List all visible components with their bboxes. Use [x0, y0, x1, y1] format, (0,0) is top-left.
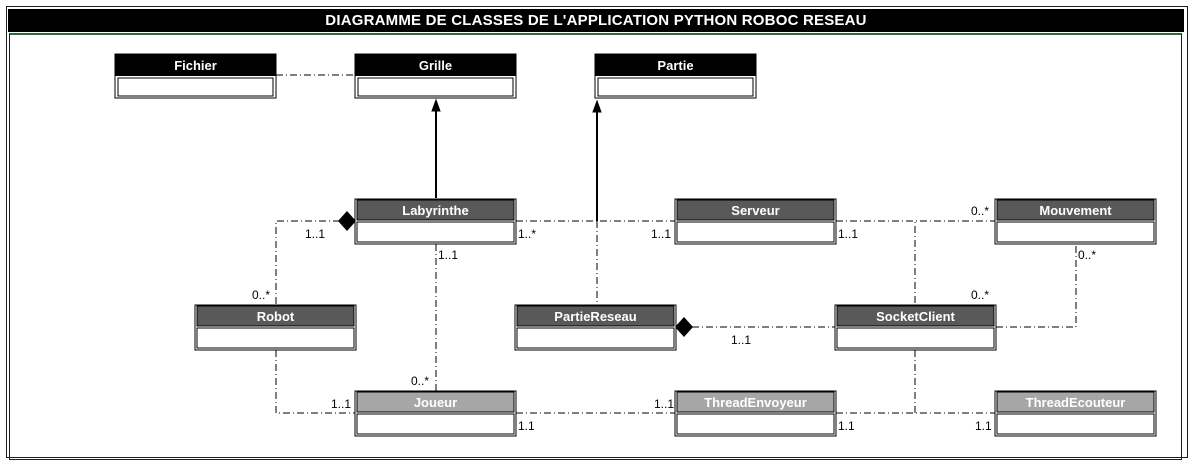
multiplicity: 1.1: [838, 419, 855, 433]
multiplicity: 0..*: [971, 288, 989, 302]
inheritance-arrows: [431, 98, 602, 221]
diagram-frame: [6, 6, 1188, 458]
multiplicity-labels: 1..1 0..* 1..* 1..1 1..1 0..* 1..1 0..* …: [252, 204, 1096, 433]
multiplicity: 0..*: [411, 374, 429, 388]
assoc-socketclient-mouvement: [996, 244, 1077, 328]
multiplicity: 1..1: [305, 227, 325, 241]
composition-diamond-labyrinthe: [338, 211, 356, 231]
class-serveur: Serveur: [674, 198, 837, 245]
multiplicity: 0..*: [1078, 248, 1096, 262]
class-name: Robot: [257, 309, 295, 324]
class-partiereseau: PartieReseau: [514, 304, 677, 351]
class-joueur: Joueur: [354, 390, 517, 437]
class-partie: Partie: [594, 53, 757, 99]
composition-diamond-partiereseau: [675, 317, 693, 337]
class-name: ThreadEnvoyeur: [704, 395, 807, 410]
assoc-robot-joueur: [275, 350, 356, 414]
class-name: Fichier: [174, 58, 217, 73]
class-robot: Robot: [194, 304, 357, 351]
diagram-title: DIAGRAMME DE CLASSES DE L'APPLICATION PY…: [8, 9, 1184, 32]
arrowhead-partie: [592, 99, 602, 113]
class-mouvement: Mouvement: [994, 198, 1157, 245]
class-threadenvoyeur: ThreadEnvoyeur: [674, 390, 837, 437]
class-name: Mouvement: [1039, 203, 1112, 218]
class-fichier: Fichier: [114, 53, 277, 99]
multiplicity: 1..1: [731, 333, 751, 347]
class-name: Labyrinthe: [402, 203, 468, 218]
class-name: SocketClient: [876, 309, 955, 324]
class-labyrinthe: Labyrinthe: [354, 198, 517, 245]
multiplicity: 1..1: [331, 397, 351, 411]
multiplicity: 1.1: [975, 419, 992, 433]
class-threadecouteur: ThreadEcouteur: [994, 390, 1157, 437]
multiplicity: 1..1: [438, 248, 458, 262]
class-name: Grille: [419, 58, 452, 73]
multiplicity: 0..*: [252, 288, 270, 302]
class-name: Serveur: [731, 203, 779, 218]
class-name: Joueur: [414, 395, 457, 410]
class-grille: Grille: [354, 53, 517, 99]
class-name: Partie: [657, 58, 693, 73]
multiplicity: 1.1: [518, 419, 535, 433]
class-name: ThreadEcouteur: [1026, 395, 1126, 410]
multiplicity: 1..1: [654, 397, 674, 411]
diagram-inner-frame: [9, 33, 1182, 460]
multiplicity: 0..*: [971, 204, 989, 218]
class-name: PartieReseau: [554, 309, 636, 324]
arrowhead-grille: [431, 98, 441, 112]
multiplicity: 1..1: [838, 227, 858, 241]
multiplicity: 1..*: [518, 227, 536, 241]
multiplicity: 1..1: [651, 227, 671, 241]
class-socketclient: SocketClient: [834, 304, 997, 351]
